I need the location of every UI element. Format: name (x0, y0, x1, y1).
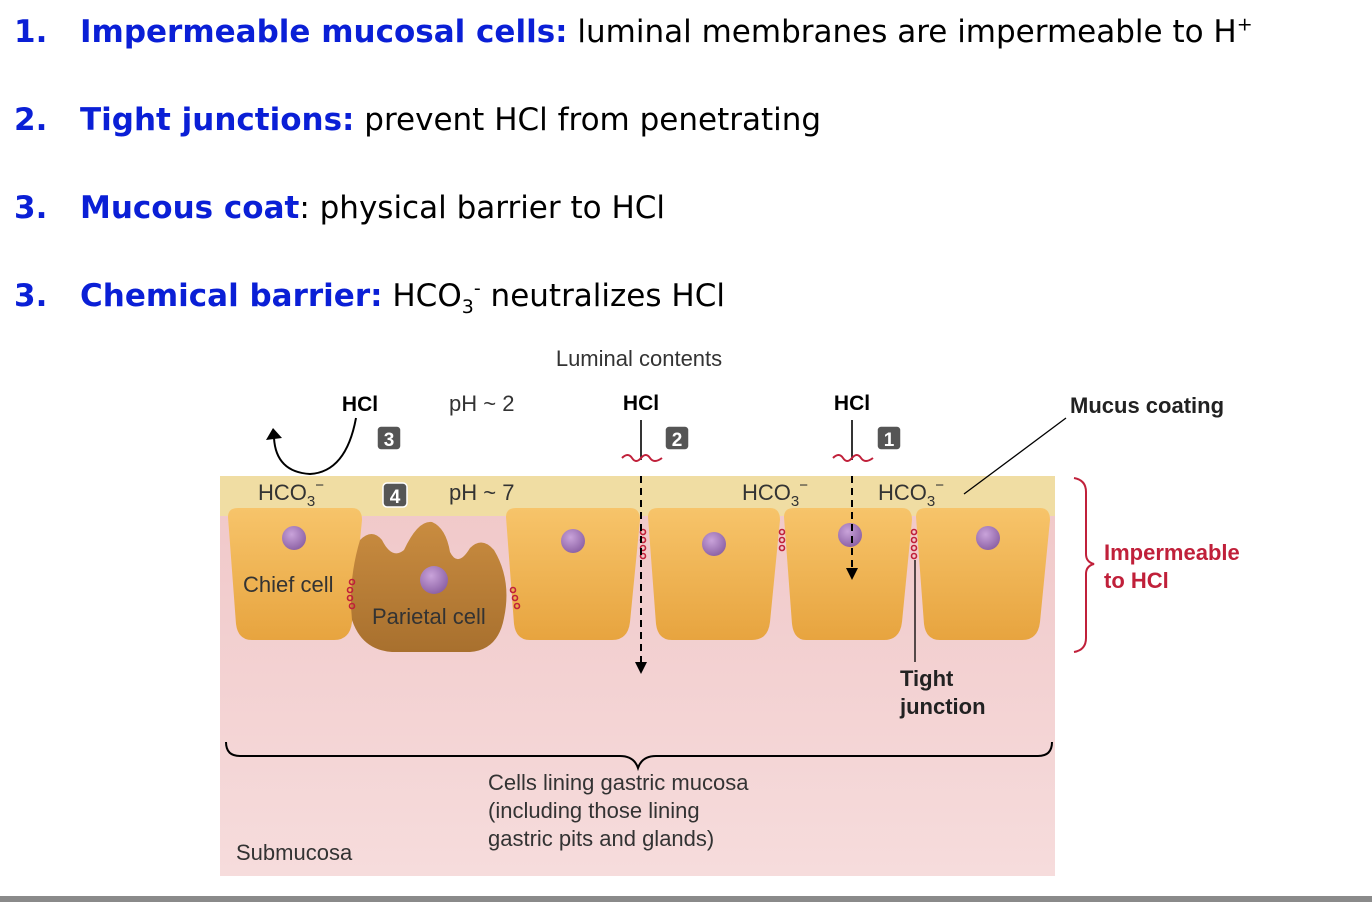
lining-cells-label: gastric pits and glands) (488, 826, 714, 851)
bottom-divider (0, 896, 1372, 902)
arrowhead-icon (266, 428, 282, 440)
impermeable-label: to HCl (1104, 568, 1169, 593)
list-number: 3. (14, 278, 48, 314)
mucus-layer (220, 476, 1055, 516)
neutralization-arrow (273, 417, 357, 476)
epithelial-cell (916, 508, 1050, 640)
epithelial-cell (506, 508, 640, 640)
superscript: + (1236, 13, 1253, 36)
parietal-cell-label: Parietal cell (372, 604, 486, 629)
superscript: - (473, 277, 481, 300)
nucleus (702, 532, 726, 556)
ph-lumen-label: pH ~ 2 (449, 391, 514, 416)
lining-cells-label: (including those lining (488, 798, 700, 823)
mucus-coating-label: Mucus coating (1070, 393, 1224, 418)
list-text: HCO (382, 278, 462, 314)
list-term: Mucous coat (80, 190, 300, 226)
chief-cell-label: Chief cell (243, 572, 333, 597)
badge-3: 3 (376, 425, 402, 451)
blocked-mark-icon (832, 454, 874, 462)
svg-text:3: 3 (384, 430, 395, 451)
luminal-contents-label: Luminal contents (556, 346, 722, 371)
subscript: 3 (461, 296, 474, 319)
epithelial-cell (648, 508, 780, 640)
svg-text:2: 2 (672, 430, 683, 451)
bicarbonate-label: HCO3− (258, 477, 324, 510)
list-text: neutralizes HCl (480, 278, 725, 314)
impermeable-brace (1073, 477, 1095, 653)
badge-4: 4 (382, 482, 408, 508)
epithelial-cell (784, 508, 912, 640)
tight-junctions (346, 528, 918, 610)
svg-text:4: 4 (390, 487, 401, 508)
list-text: : physical barrier to HCl (299, 190, 666, 226)
badge-2: 2 (664, 425, 690, 451)
arrowhead-icon (635, 662, 647, 674)
impermeable-label: Impermeable (1104, 540, 1240, 565)
hcl-label: HCl (342, 393, 378, 416)
svg-text:1: 1 (884, 430, 895, 451)
hcl-label: HCl (834, 392, 870, 415)
list-number: 3. (14, 190, 48, 226)
submucosa-label: Submucosa (236, 840, 353, 865)
leader-line (963, 417, 1067, 495)
list-text: luminal membranes are impermeable to H (567, 14, 1237, 50)
lining-cells-label: Cells lining gastric mucosa (488, 770, 749, 795)
bicarbonate-label: HCO3− (742, 477, 808, 510)
hcl-label: HCl (623, 392, 659, 415)
badge-1: 1 (876, 425, 902, 451)
arrowhead-icon (846, 568, 858, 580)
nucleus (838, 523, 862, 547)
list-number: 2. (14, 102, 48, 138)
gastric-mucosa-diagram: Luminal contents HCl HCl HCl pH ~ 2 pH ~… (220, 346, 1240, 876)
nucleus (282, 526, 306, 550)
list-term: Impermeable mucosal cells: (80, 14, 568, 50)
list-term: Tight junctions: (80, 102, 355, 138)
list-number: 1. (14, 14, 48, 50)
chief-cell (228, 508, 362, 640)
nucleus (976, 526, 1000, 550)
blocked-mark-icon (621, 454, 663, 462)
nucleus (561, 529, 585, 553)
lining-brace (225, 741, 1053, 772)
ph-surface-label: pH ~ 7 (449, 480, 514, 505)
tight-junction-label: junction (899, 694, 986, 719)
list-term: Chemical barrier: (80, 278, 383, 314)
tight-junction-label: Tight (900, 666, 954, 691)
bicarbonate-label: HCO3− (878, 477, 944, 510)
list-text: prevent HCl from penetrating (354, 102, 822, 138)
nucleus (420, 566, 448, 594)
